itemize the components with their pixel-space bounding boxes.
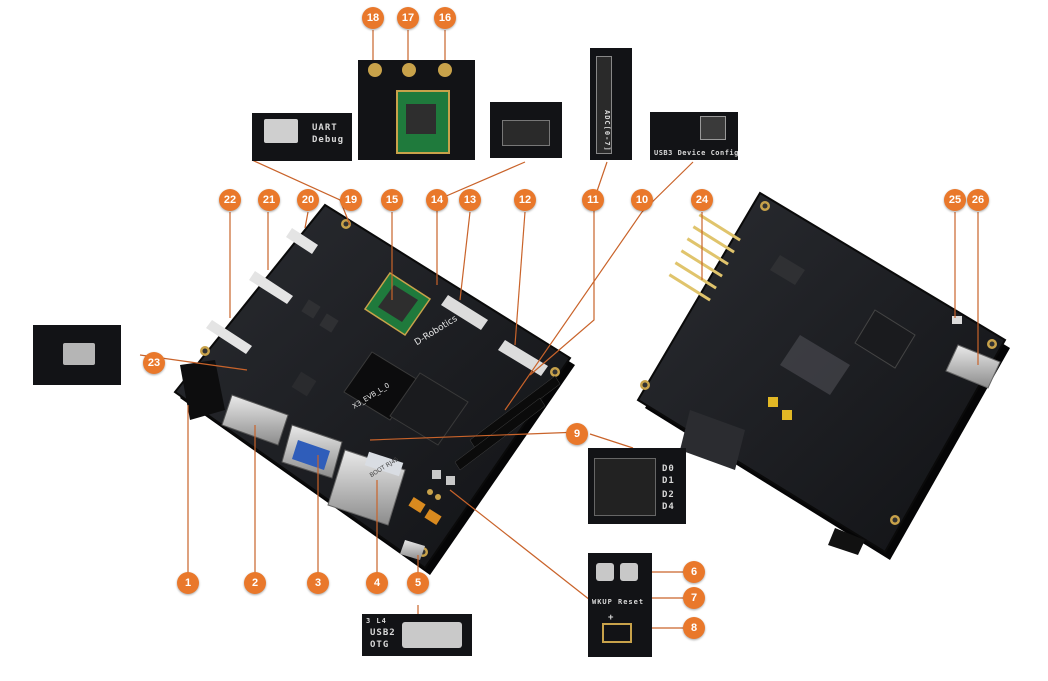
callout-11: 11 bbox=[582, 189, 604, 211]
usb3-config-inset: USB3 Device Config bbox=[650, 112, 738, 160]
callout-13: 13 bbox=[459, 189, 481, 211]
pin-header bbox=[502, 120, 550, 146]
callout-14: 14 bbox=[426, 189, 448, 211]
callout-15: 15 bbox=[381, 189, 403, 211]
usb2-otg-connector bbox=[402, 622, 462, 648]
usb2-line0: 3 L4 bbox=[366, 617, 387, 625]
callout-7: 7 bbox=[683, 587, 705, 609]
front-board bbox=[173, 203, 575, 575]
callout-9: 9 bbox=[566, 423, 588, 445]
power-switch-inset bbox=[33, 325, 121, 385]
callout-18: 18 bbox=[362, 7, 384, 29]
callout-6: 6 bbox=[683, 561, 705, 583]
callout-21: 21 bbox=[258, 189, 280, 211]
callout-23: 23 bbox=[143, 352, 165, 374]
callout-26: 26 bbox=[967, 189, 989, 211]
callout-3: 3 bbox=[307, 572, 329, 594]
callout-19: 19 bbox=[340, 189, 362, 211]
power-terminal bbox=[602, 623, 632, 643]
callout-2: 2 bbox=[244, 572, 266, 594]
wakeup-label: WKUP bbox=[592, 598, 613, 606]
uart-connector bbox=[264, 119, 298, 143]
config-jumper bbox=[700, 116, 726, 140]
reset-label: Reset bbox=[618, 598, 645, 606]
callout-8: 8 bbox=[683, 617, 705, 639]
jtag-header-inset bbox=[490, 102, 562, 158]
buttons-inset: WKUP Reset + bbox=[588, 553, 652, 657]
wifi-chip bbox=[406, 104, 436, 134]
dip-switch-inset: D0 D1 D2 D4 bbox=[588, 448, 686, 524]
callout-17: 17 bbox=[397, 7, 419, 29]
uart-debug-inset: UART Debug bbox=[252, 113, 352, 161]
callout-5: 5 bbox=[407, 572, 429, 594]
dip-label-d1: D1 bbox=[662, 476, 675, 486]
callout-24: 24 bbox=[691, 189, 713, 211]
callout-4: 4 bbox=[366, 572, 388, 594]
adc-header bbox=[596, 56, 612, 154]
antenna-pad-18 bbox=[368, 63, 382, 77]
adc-label: ADC[0-7] bbox=[603, 110, 611, 152]
callout-12: 12 bbox=[514, 189, 536, 211]
reset-button bbox=[620, 563, 638, 581]
usb2-label: USB2 bbox=[370, 628, 396, 638]
otg-label: OTG bbox=[370, 640, 390, 650]
back-board bbox=[636, 191, 1010, 560]
callout-22: 22 bbox=[219, 189, 241, 211]
uart-label: UART bbox=[312, 123, 338, 133]
plus-label: + bbox=[608, 613, 615, 623]
callout-16: 16 bbox=[434, 7, 456, 29]
callout-20: 20 bbox=[297, 189, 319, 211]
adc-inset: ADC[0-7] bbox=[590, 48, 632, 160]
power-switch bbox=[63, 343, 95, 365]
wifi-module-inset bbox=[358, 60, 475, 160]
usb3-config-label: USB3 Device Config bbox=[654, 149, 738, 157]
dip-label-d2: D2 bbox=[662, 490, 675, 500]
callout-25: 25 bbox=[944, 189, 966, 211]
dip-switch bbox=[594, 458, 656, 516]
wakeup-button bbox=[596, 563, 614, 581]
antenna-pad-16 bbox=[438, 63, 452, 77]
dip-label-d4: D4 bbox=[662, 502, 675, 512]
dip-label-d0: D0 bbox=[662, 464, 675, 474]
callout-10: 10 bbox=[631, 189, 653, 211]
callout-1: 1 bbox=[177, 572, 199, 594]
antenna-pad-17 bbox=[402, 63, 416, 77]
usb2-otg-inset: 3 L4 USB2 OTG bbox=[362, 614, 472, 656]
debug-label: Debug bbox=[312, 135, 345, 145]
